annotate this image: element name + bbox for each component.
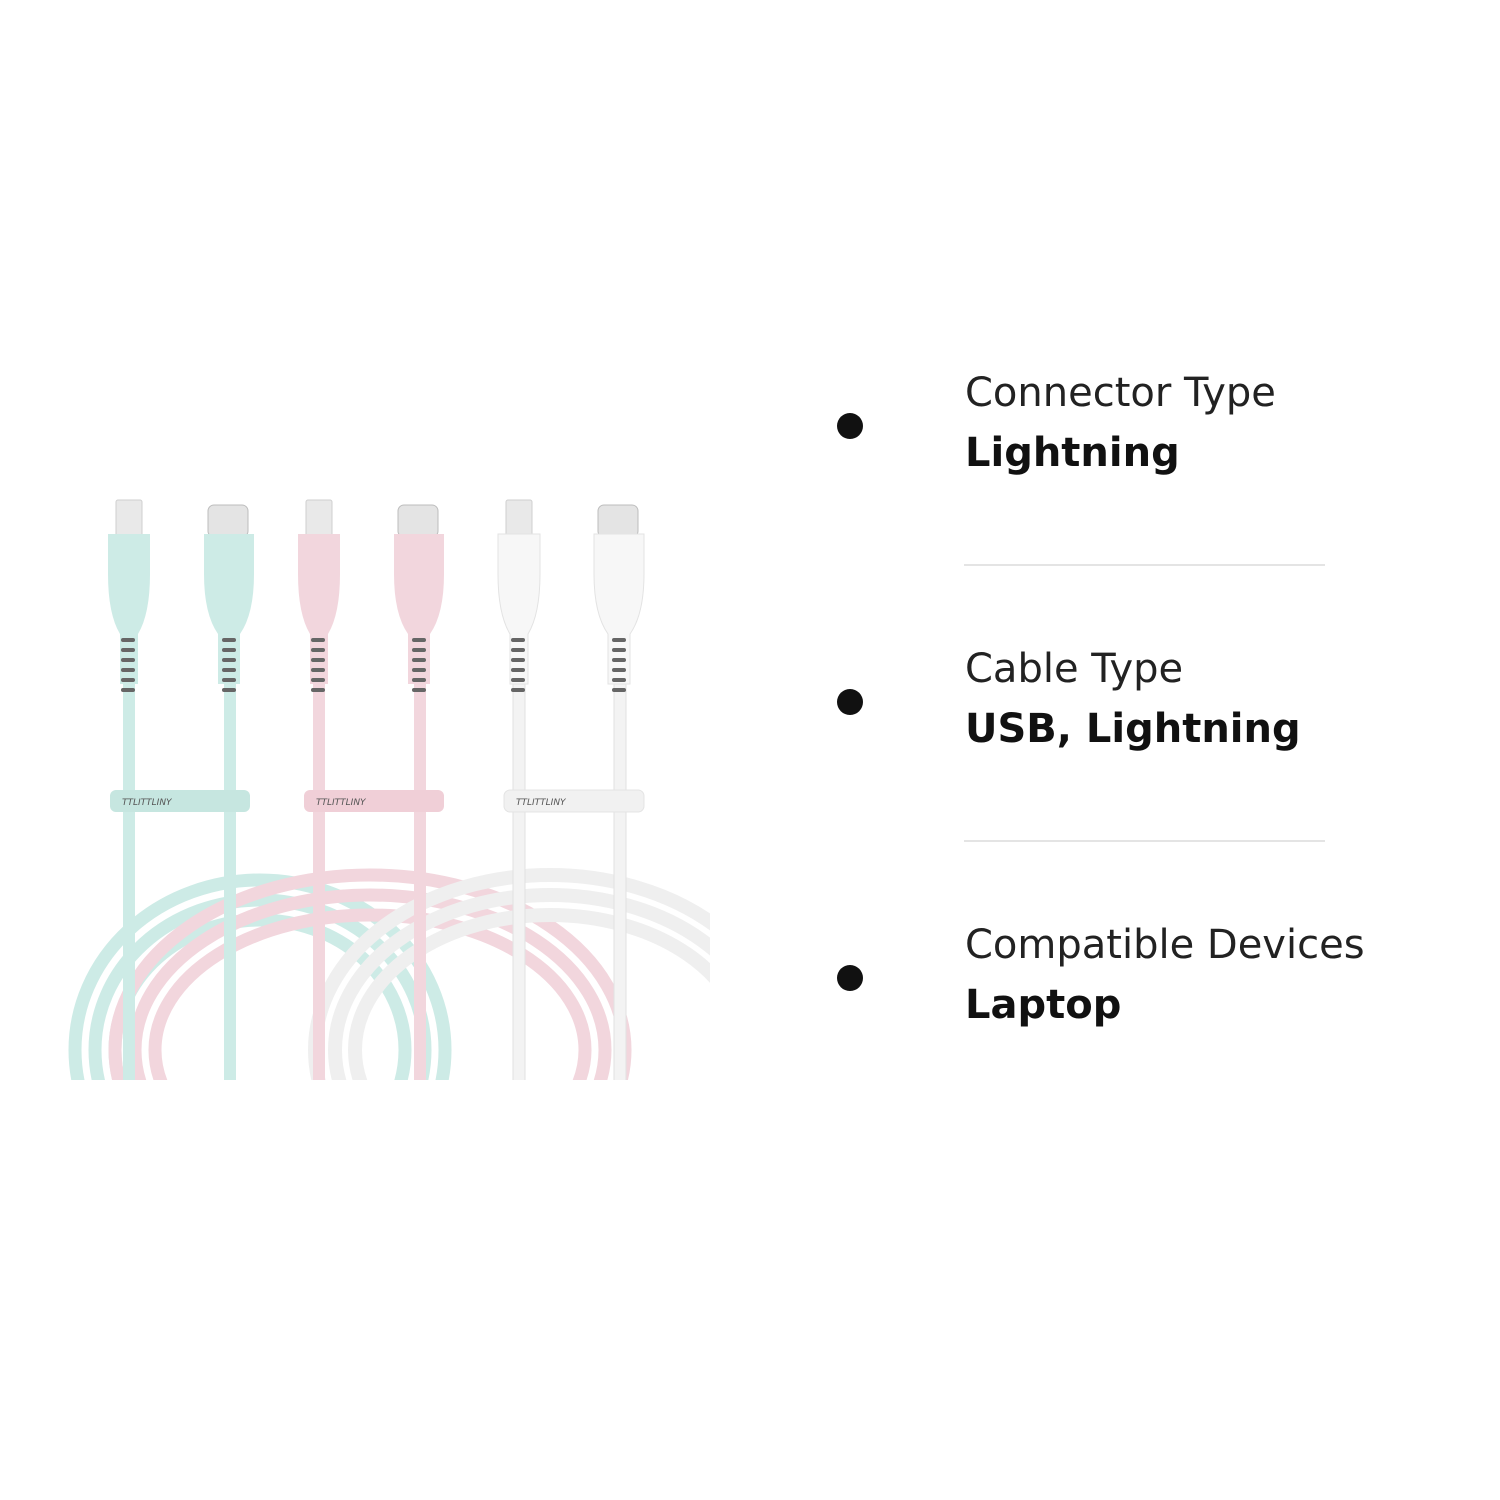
spec-row-connector-type: Connector Type Lightning <box>820 360 1340 636</box>
product-image: TTLITTLINY TTLITTLINY TTLITTLINY <box>68 499 710 1080</box>
divider <box>964 564 1325 566</box>
bullet-dot <box>837 413 863 439</box>
slots-white-l <box>511 638 525 692</box>
spec-label: Connector Type <box>965 370 1276 416</box>
spec-row-compatible-devices: Compatible Devices Laptop <box>820 912 1365 1112</box>
spec-value: Lightning <box>965 430 1180 476</box>
cable-pair-white: TTLITTLINY <box>497 499 645 1080</box>
bullet-dot <box>837 965 863 991</box>
cable-tag-text-mint: TTLITTLINY <box>122 798 173 808</box>
slots-mint-l <box>121 638 135 692</box>
spec-value: USB, Lightning <box>965 706 1301 752</box>
cable-tag-text-white: TTLITTLINY <box>516 798 567 808</box>
divider <box>964 840 1325 842</box>
cable-pair-mint: TTLITTLINY <box>108 499 254 1080</box>
specs-list: Connector Type Lightning Cable Type USB,… <box>820 360 1365 1112</box>
spec-value: Laptop <box>965 982 1122 1028</box>
cable-pair-pink: TTLITTLINY <box>298 499 444 1080</box>
spec-label: Compatible Devices <box>965 922 1365 968</box>
slots-pink-l <box>311 638 325 692</box>
cable-tag-text-pink: TTLITTLINY <box>316 798 367 808</box>
slots-mint-r <box>222 638 236 692</box>
bullet-dot <box>837 689 863 715</box>
slots-pink-r <box>412 638 426 692</box>
spec-label: Cable Type <box>965 646 1184 692</box>
slots-white-r <box>612 638 626 692</box>
spec-row-cable-type: Cable Type USB, Lightning <box>820 636 1340 912</box>
